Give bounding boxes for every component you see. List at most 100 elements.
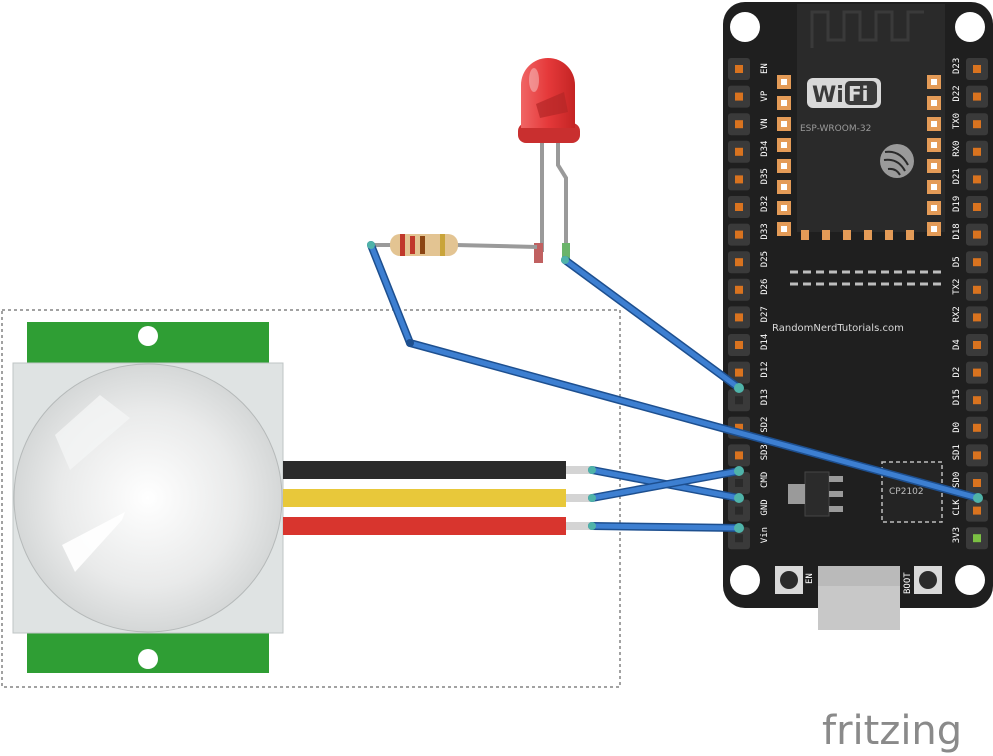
right-pin-clk[interactable]: CLK [952, 499, 988, 522]
esp32-board: Wi Fi ESP-WROOM-32 [723, 2, 993, 630]
pin-contact [973, 341, 981, 349]
wire-bend-point [406, 339, 414, 347]
pin-contact [735, 341, 743, 349]
pin-contact [973, 147, 981, 156]
left-pin-label: D34 [760, 141, 770, 157]
pir-dome-lens [13, 363, 283, 633]
pin-contact [973, 175, 981, 184]
right-pin-tx2[interactable]: TX2 [952, 279, 988, 301]
wire-pir-red-core [589, 523, 742, 531]
pin-contact [973, 313, 981, 322]
resistor-band-4 [440, 234, 445, 256]
left-pin-d27[interactable]: D27 [728, 306, 770, 329]
pin-contact [973, 65, 981, 73]
wire-endpoint-vin [734, 523, 744, 533]
left-pin-d35[interactable]: D35 [728, 168, 770, 191]
wifi-logo-fi: Fi [848, 82, 869, 106]
left-pin-label: SD2 [760, 417, 770, 433]
left-pin-d13[interactable]: D13 [728, 389, 770, 412]
resistor-band-1 [400, 234, 405, 256]
board-mount-hole-tr [955, 12, 985, 42]
module-label: ESP-WROOM-32 [800, 124, 871, 134]
left-pin-vn[interactable]: VN [728, 113, 770, 136]
left-pin-sd3[interactable]: SD3 [728, 444, 770, 467]
wire-endpoint-cmd [734, 466, 744, 476]
led-cathode-end [562, 243, 570, 263]
right-pin-label: RX2 [952, 306, 962, 322]
right-pin-label: RX0 [952, 141, 962, 157]
right-pin-label: D18 [952, 223, 962, 239]
right-pin-label: TX0 [952, 113, 962, 129]
right-pin-d22[interactable]: D22 [952, 85, 988, 108]
right-pin-d18[interactable]: D18 [952, 223, 988, 246]
regulator-tab [788, 484, 805, 504]
left-header-pins: EN VP VN D34D35D32D33D25D26D27D14D12D13SD2S… [728, 58, 770, 550]
left-pin-label: D13 [760, 389, 770, 405]
pin-contact [973, 479, 981, 487]
left-pin-d32[interactable]: D32 [728, 196, 770, 218]
pin-contact [973, 368, 981, 377]
pir-sensor-module [1, 309, 621, 688]
left-pin-d12[interactable]: D12 [728, 361, 770, 384]
right-pin-rx0[interactable]: RX0 [952, 141, 988, 163]
left-pin-label: D14 [760, 334, 770, 350]
wire-endpoint-resistor [367, 241, 375, 249]
board-mount-hole-bl [730, 565, 760, 595]
left-pin-label: VN [760, 118, 770, 129]
right-pin-label: D2 [952, 367, 962, 378]
left-pin-d25[interactable]: D25 [728, 251, 770, 274]
right-pin-d2[interactable]: D2 [952, 361, 988, 384]
right-pin-d4[interactable]: D4 [952, 334, 988, 356]
pin-contact [735, 285, 743, 294]
right-pin-label: D22 [952, 85, 962, 101]
pir-wire-tip-yellow [566, 494, 594, 502]
pin-contact [973, 285, 981, 294]
left-pin-vp[interactable]: VP [728, 85, 770, 108]
right-pin-label: D15 [952, 389, 962, 405]
left-pin-vin[interactable]: Vin [728, 527, 770, 550]
right-pin-d21[interactable]: D21 [952, 168, 988, 191]
module-right-pads [927, 75, 941, 236]
wire-led-to-d13-core [562, 257, 742, 391]
jumper-wires [367, 241, 983, 533]
right-pin-d0[interactable]: D0 [952, 416, 988, 439]
led-lead-cathode [556, 140, 568, 262]
left-pin-d26[interactable]: D26 [728, 279, 770, 301]
left-pin-gnd[interactable]: GND [728, 499, 770, 522]
right-pin-tx0[interactable]: TX0 [952, 113, 988, 136]
right-pin-sd0[interactable]: SD0 [952, 472, 988, 494]
right-pin-3v3[interactable]: 3V3 [952, 527, 988, 550]
right-pin-d15[interactable]: D15 [952, 389, 988, 412]
right-pin-sd1[interactable]: SD1 [952, 444, 988, 467]
left-pin-en[interactable]: EN [728, 58, 770, 80]
pir-wire-black [283, 461, 566, 479]
pir-outline [1, 309, 621, 688]
left-pin-d34[interactable]: D34 [728, 141, 770, 163]
pir-wire-red [283, 517, 566, 535]
usb-connector-lip [818, 566, 900, 586]
right-pin-d23[interactable]: D23 [952, 58, 988, 80]
led-highlight [529, 68, 539, 92]
right-pin-label: CLK [952, 499, 962, 516]
pir-lens-highlight-bottom [62, 512, 125, 572]
right-pin-d5[interactable]: D5 [952, 251, 988, 274]
left-pin-d33[interactable]: D33 [728, 223, 770, 246]
en-button-cap [780, 571, 798, 589]
left-pin-label: GND [760, 499, 770, 515]
left-pin-d14[interactable]: D14 [728, 334, 770, 356]
right-pin-d19[interactable]: D19 [952, 196, 988, 218]
left-pin-cmd[interactable]: CMD [728, 472, 770, 494]
right-pin-rx2[interactable]: RX2 [952, 306, 988, 329]
pin-contact [735, 175, 743, 184]
right-pin-label: SD0 [952, 472, 962, 488]
antenna-trace [810, 10, 924, 48]
wire-pir-yellow-core [589, 468, 742, 501]
pin-contact [735, 506, 743, 515]
wifi-logo-fi-box [845, 81, 877, 105]
left-pin-label: D26 [760, 279, 770, 295]
left-pin-label: D33 [760, 223, 770, 239]
wire-endpoint-gnd [734, 493, 744, 503]
wifi-logo-wi: Wi [812, 83, 844, 108]
pin-contact [735, 203, 743, 211]
